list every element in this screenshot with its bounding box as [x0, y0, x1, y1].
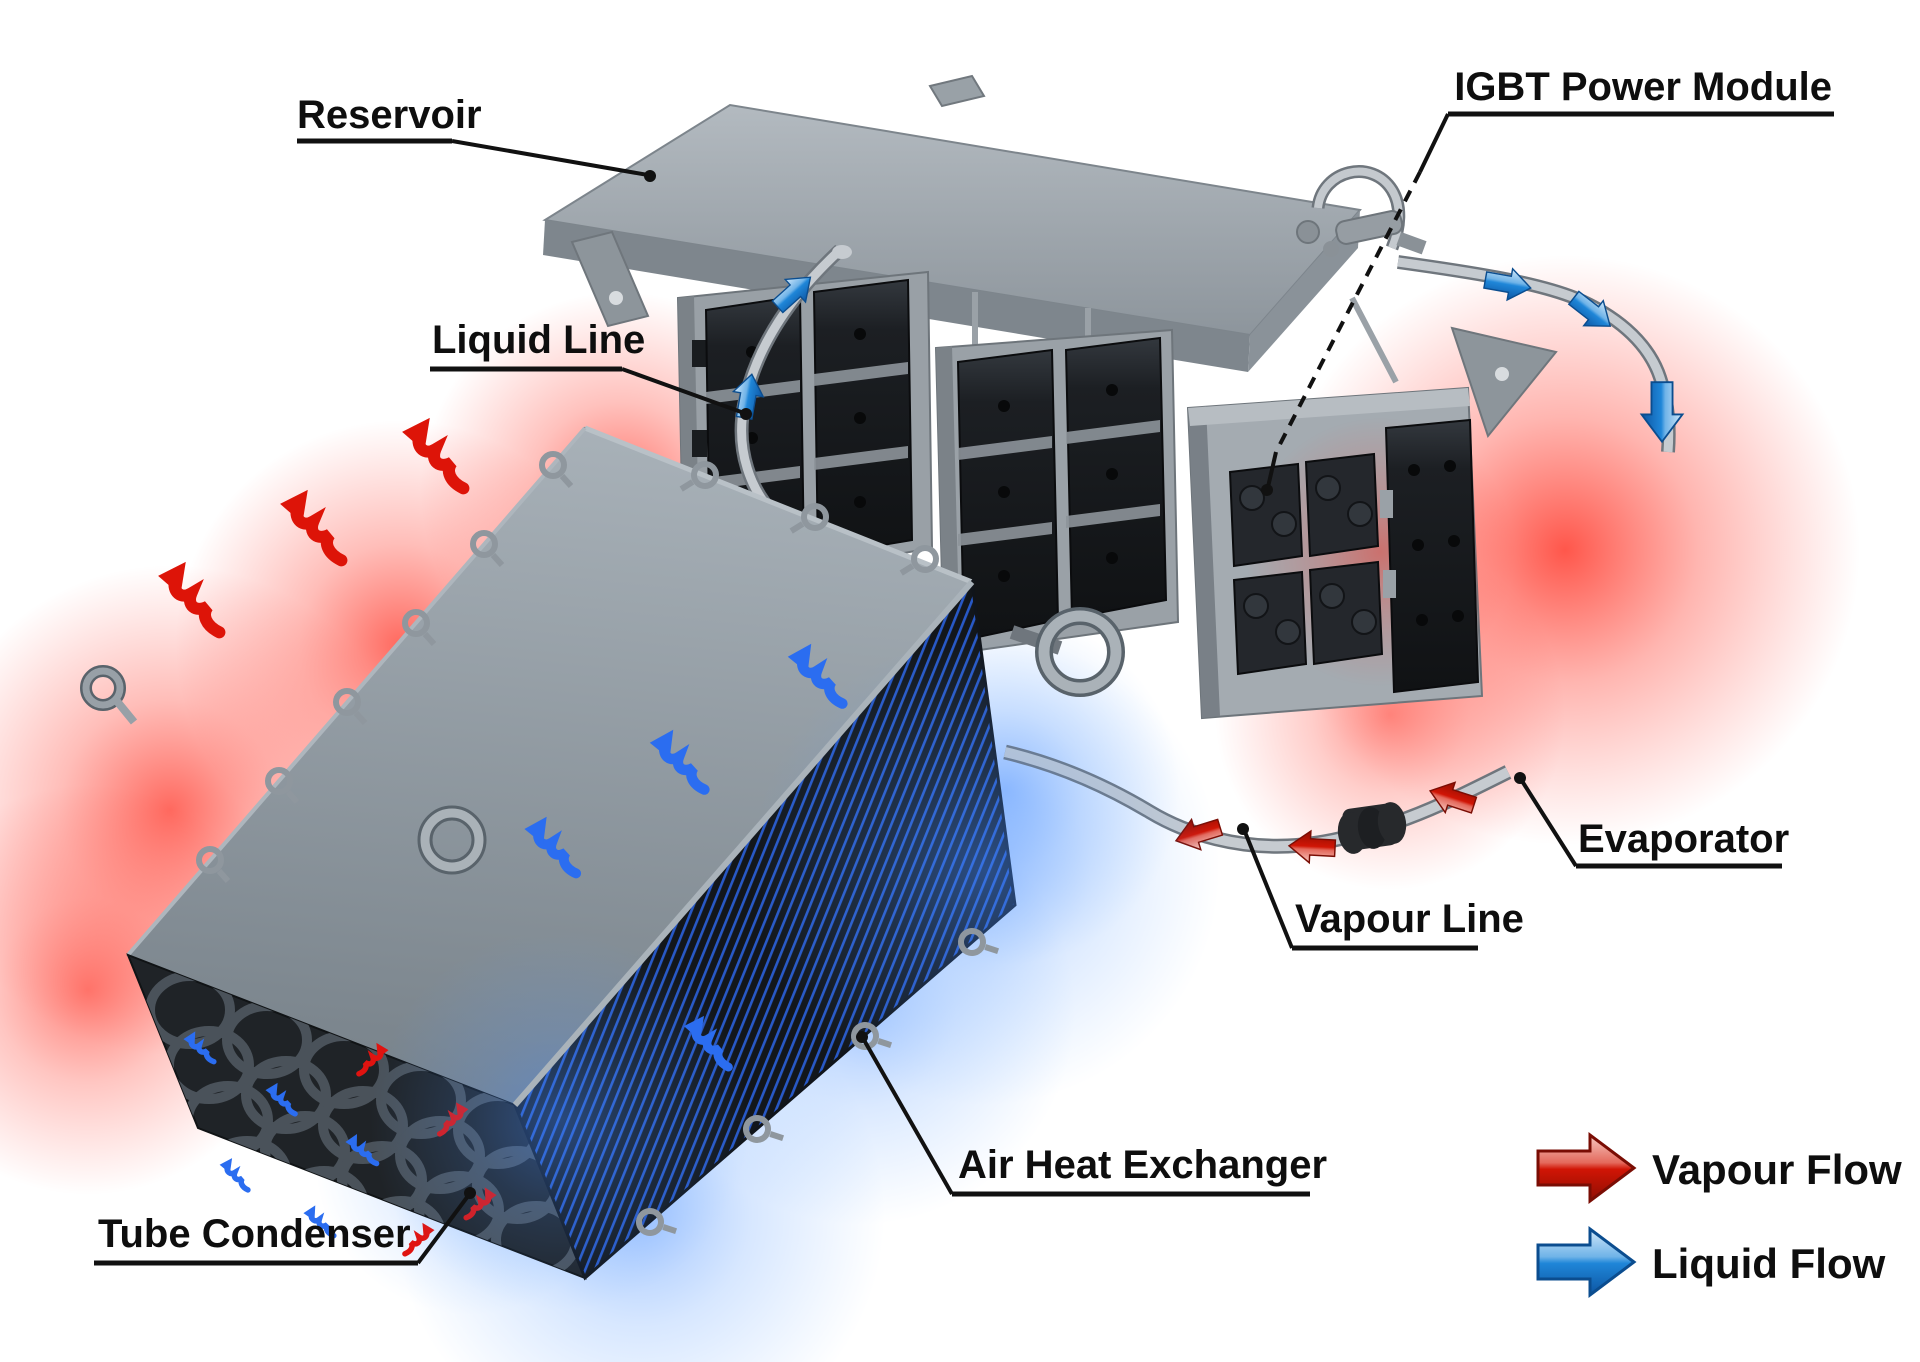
callout-liquid-line: Liquid Line: [430, 318, 752, 420]
liquid-line-label: Liquid Line: [432, 318, 645, 362]
callout-vapour-line: Vapour Line: [1237, 823, 1524, 951]
eyebolt-handles: [80, 665, 487, 875]
callout-evaporator: Evaporator: [1514, 772, 1789, 869]
vapour-line-coupling: [1337, 802, 1407, 854]
liquid-flow-legend-icon: [1536, 1227, 1636, 1297]
evaporator-label: Evaporator: [1578, 817, 1789, 861]
reservoir-label: Reservoir: [297, 93, 482, 137]
callouts: Reservoir IGBT Power Module Liquid Line …: [94, 65, 1834, 1266]
reservoir-left-bracket: [570, 230, 650, 328]
evaporator: [1186, 326, 1558, 720]
vapour-flow-legend-label: Vapour Flow: [1652, 1146, 1902, 1193]
callout-igbt: IGBT Power Module: [1261, 65, 1834, 496]
legend: Vapour Flow Liquid Flow: [1536, 1133, 1902, 1297]
igbt-cluster-middle: [934, 328, 1180, 657]
callout-air-heat-exchanger: Air Heat Exchanger: [856, 1031, 1327, 1197]
callout-tube-condenser: Tube Condenser: [94, 1187, 476, 1266]
vapour-flow-legend-icon: [1536, 1133, 1636, 1203]
liquid-line-right: [1397, 255, 1684, 453]
callout-reservoir: Reservoir: [297, 93, 656, 182]
igbt-module-on-evaporator: [1384, 418, 1480, 694]
legend-item-liquid: Liquid Flow: [1536, 1227, 1886, 1297]
igbt-label: IGBT Power Module: [1454, 65, 1832, 109]
heat-exchanger-fin-face: [370, 578, 1220, 1310]
vapour-line-label: Vapour Line: [1295, 897, 1524, 941]
evaporator-bracket: [1450, 326, 1558, 439]
liquid-flow-legend-label: Liquid Flow: [1652, 1240, 1886, 1287]
tube-condenser-label: Tube Condenser: [98, 1212, 411, 1256]
air-heat-exchanger-label: Air Heat Exchanger: [958, 1143, 1327, 1187]
lifting-handle: [1009, 607, 1125, 697]
legend-item-vapour: Vapour Flow: [1536, 1133, 1902, 1203]
